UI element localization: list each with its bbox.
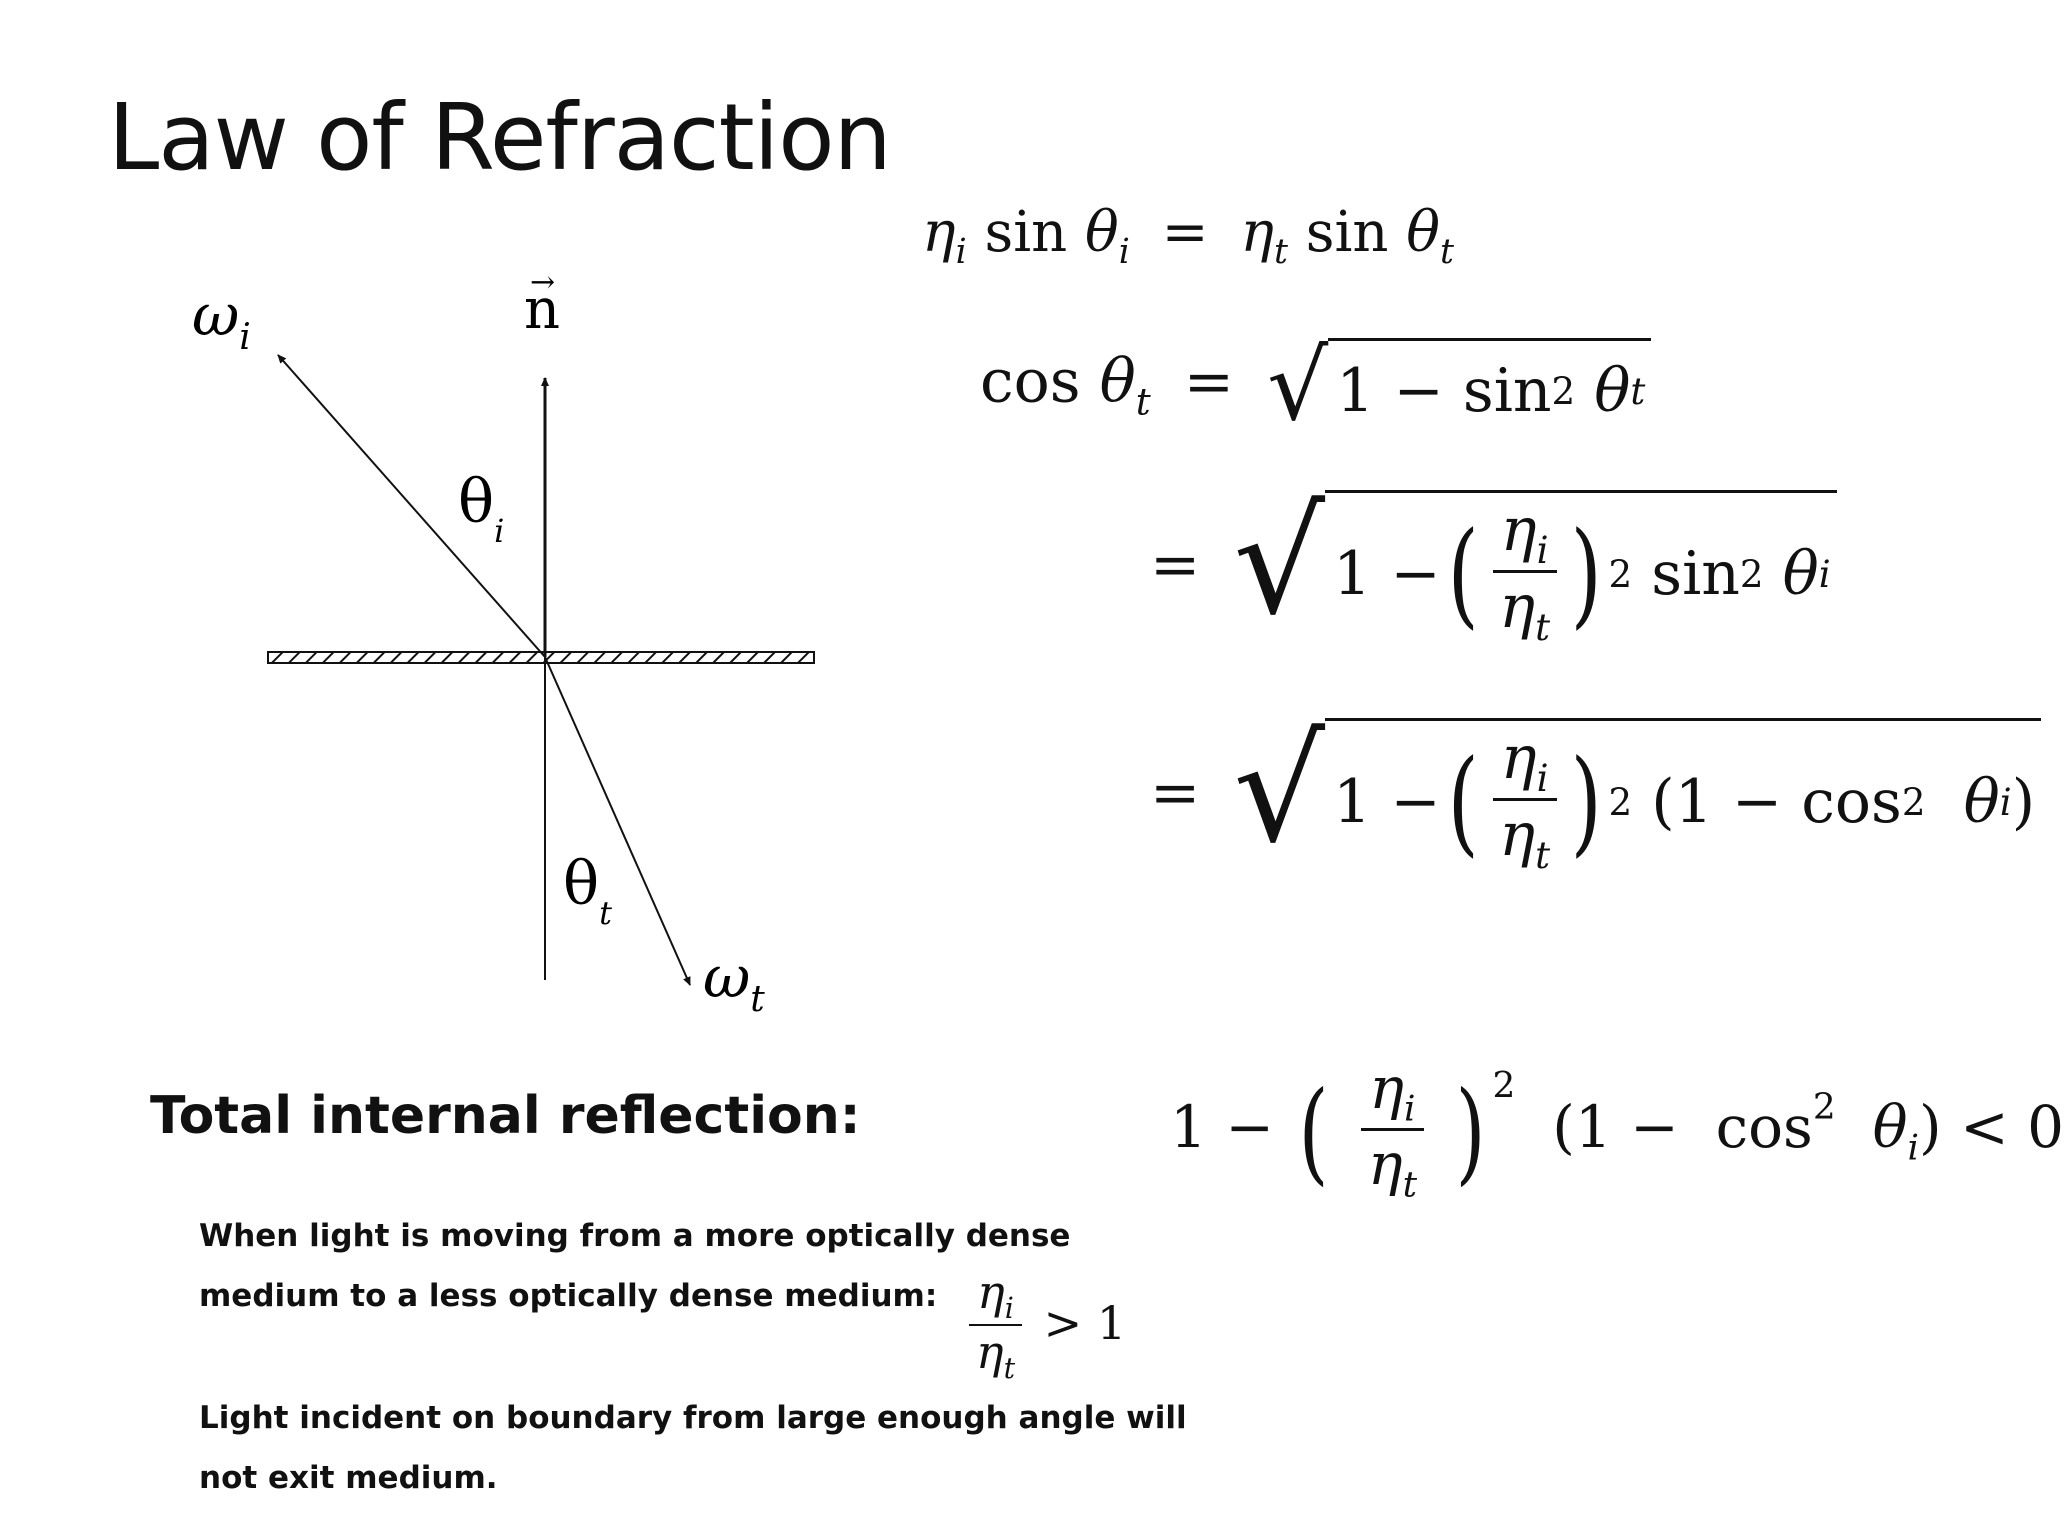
tir-paragraph-1-line-2: medium to a less optically dense medium: bbox=[199, 1278, 938, 1314]
slide-title: Law of Refraction bbox=[108, 84, 892, 191]
eta-ratio-condition: ηi ηt bbox=[1360, 1058, 1425, 1206]
incident-label: ωi bbox=[192, 281, 251, 358]
refraction-diagram: ωi n → θi θt ωt bbox=[192, 265, 815, 1020]
tir-heading: Total internal reflection: bbox=[150, 1086, 861, 1146]
transmitted-ray bbox=[544, 656, 691, 986]
tir-paragraph-2-line-2: not exit medium. bbox=[199, 1460, 498, 1496]
tir-paragraph-2-line-1: Light incident on boundary from large en… bbox=[199, 1400, 1187, 1436]
snell-law-equation: ηi sin θi = ηt sin θt bbox=[922, 200, 1454, 273]
theta-i-label: θi bbox=[458, 467, 504, 550]
normal-arrow-accent: → bbox=[530, 265, 555, 300]
incident-ray bbox=[277, 354, 546, 658]
normal-label: n bbox=[524, 277, 560, 342]
tir-condition-equation: 1 − ( ηi ηt )2 (1 − cos2 θi) < 0 bbox=[1170, 1054, 2064, 1206]
eta-ratio-line-2: ηi ηt bbox=[1491, 499, 1558, 649]
eta-ratio-small: ηi ηt bbox=[968, 1268, 1023, 1386]
eta-ratio-inequality: ηi ηt > 1 bbox=[962, 1268, 1126, 1386]
theta-t-label: θt bbox=[563, 849, 612, 932]
eta-ratio-line-3: ηi ηt bbox=[1491, 727, 1558, 877]
transmitted-label: ωt bbox=[703, 943, 765, 1020]
tir-paragraph-1-line-1: When light is moving from a more optical… bbox=[199, 1218, 1071, 1254]
